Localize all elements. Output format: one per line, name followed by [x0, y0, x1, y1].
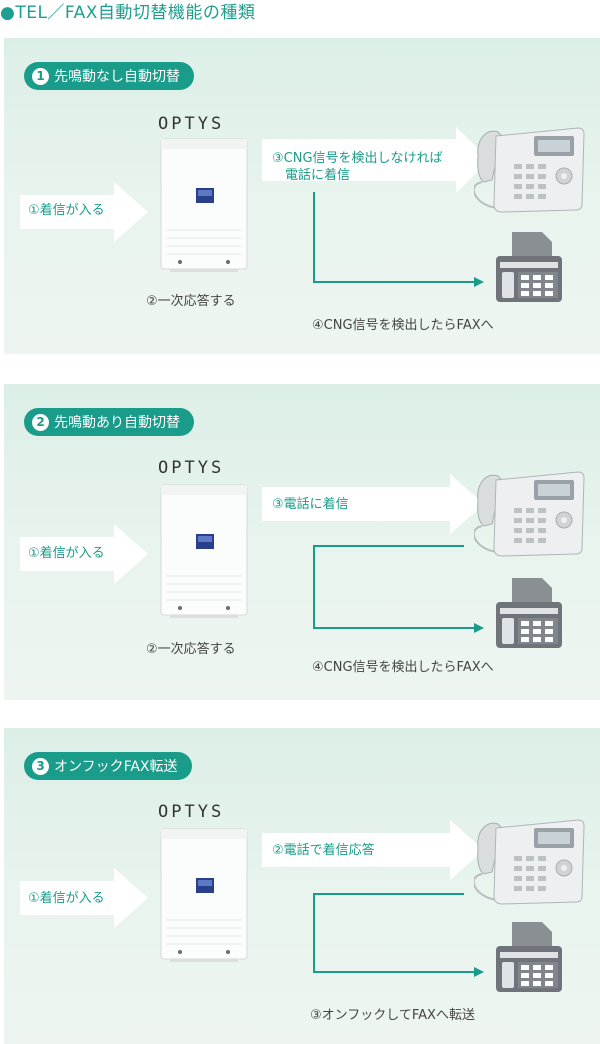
first-answer-caption: ②一次応答する	[146, 642, 236, 657]
desk-phone-icon	[474, 127, 585, 213]
brand-logo: OPTYS	[158, 458, 225, 478]
on-hook-transfer-caption: ③オンフックしてFAXへ転送	[310, 1008, 475, 1023]
optys-device-icon	[160, 484, 248, 618]
incoming-call-label: ①着信が入る	[28, 891, 105, 906]
incoming-call-arrow	[20, 182, 148, 242]
to-phone-label: ③電話に着信	[272, 497, 349, 512]
section-title: 先鳴動なし自動切替	[54, 69, 180, 85]
section-badge: 3 オンフックFAX転送	[24, 752, 192, 780]
optys-device-icon	[160, 138, 248, 272]
fax-detect-caption: ④CNG信号を検出したらFAXへ	[312, 660, 494, 675]
fax-route-arrow	[313, 893, 484, 977]
panel-with-pre-ring: 2 先鳴動あり自動切替 OPTYS ①着信が入る ②一次応答する ③電話に着信 …	[4, 384, 600, 700]
incoming-call-arrow	[20, 524, 148, 584]
to-phone-arrow	[262, 820, 484, 880]
desk-phone-icon	[474, 471, 585, 557]
panel-no-pre-ring: 1 先鳴動なし自動切替 OPTYS ①着信が入る ②一次応答する ③CNG信号を…	[4, 38, 600, 354]
fax-machine-icon	[496, 922, 562, 992]
fax-machine-icon	[496, 232, 562, 302]
page-title: ●TEL／FAX自動切替機能の種類	[0, 3, 256, 23]
section-badge: 1 先鳴動なし自動切替	[24, 62, 194, 90]
panel-on-hook-fax-transfer: 3 オンフックFAX転送 OPTYS ①着信が入る ②電話で着信応答 ③オンフッ…	[4, 728, 600, 1044]
section-number: 1	[32, 67, 49, 85]
to-phone-label: ②電話で着信応答	[272, 843, 375, 858]
brand-logo: OPTYS	[158, 802, 225, 822]
to-phone-arrow	[262, 127, 490, 193]
incoming-call-label: ①着信が入る	[28, 203, 105, 218]
section-title: オンフックFAX転送	[54, 759, 178, 775]
fax-detect-caption: ④CNG信号を検出したらFAXへ	[312, 318, 494, 333]
section-number: 3	[32, 757, 49, 775]
desk-phone-icon	[474, 819, 585, 905]
incoming-call-arrow	[20, 868, 148, 928]
optys-device-icon	[160, 828, 248, 962]
brand-logo: OPTYS	[158, 114, 225, 134]
fax-machine-icon	[496, 578, 562, 648]
first-answer-caption: ②一次応答する	[146, 294, 236, 309]
fax-route-arrow	[313, 192, 484, 287]
fax-route-arrow	[313, 545, 484, 633]
to-phone-label: ③CNG信号を検出しなければ 電話に着信	[272, 151, 443, 183]
section-badge: 2 先鳴動あり自動切替	[24, 408, 194, 436]
incoming-call-label: ①着信が入る	[28, 546, 105, 561]
section-number: 2	[32, 413, 49, 431]
section-title: 先鳴動あり自動切替	[54, 415, 180, 431]
to-phone-arrow	[262, 474, 484, 534]
